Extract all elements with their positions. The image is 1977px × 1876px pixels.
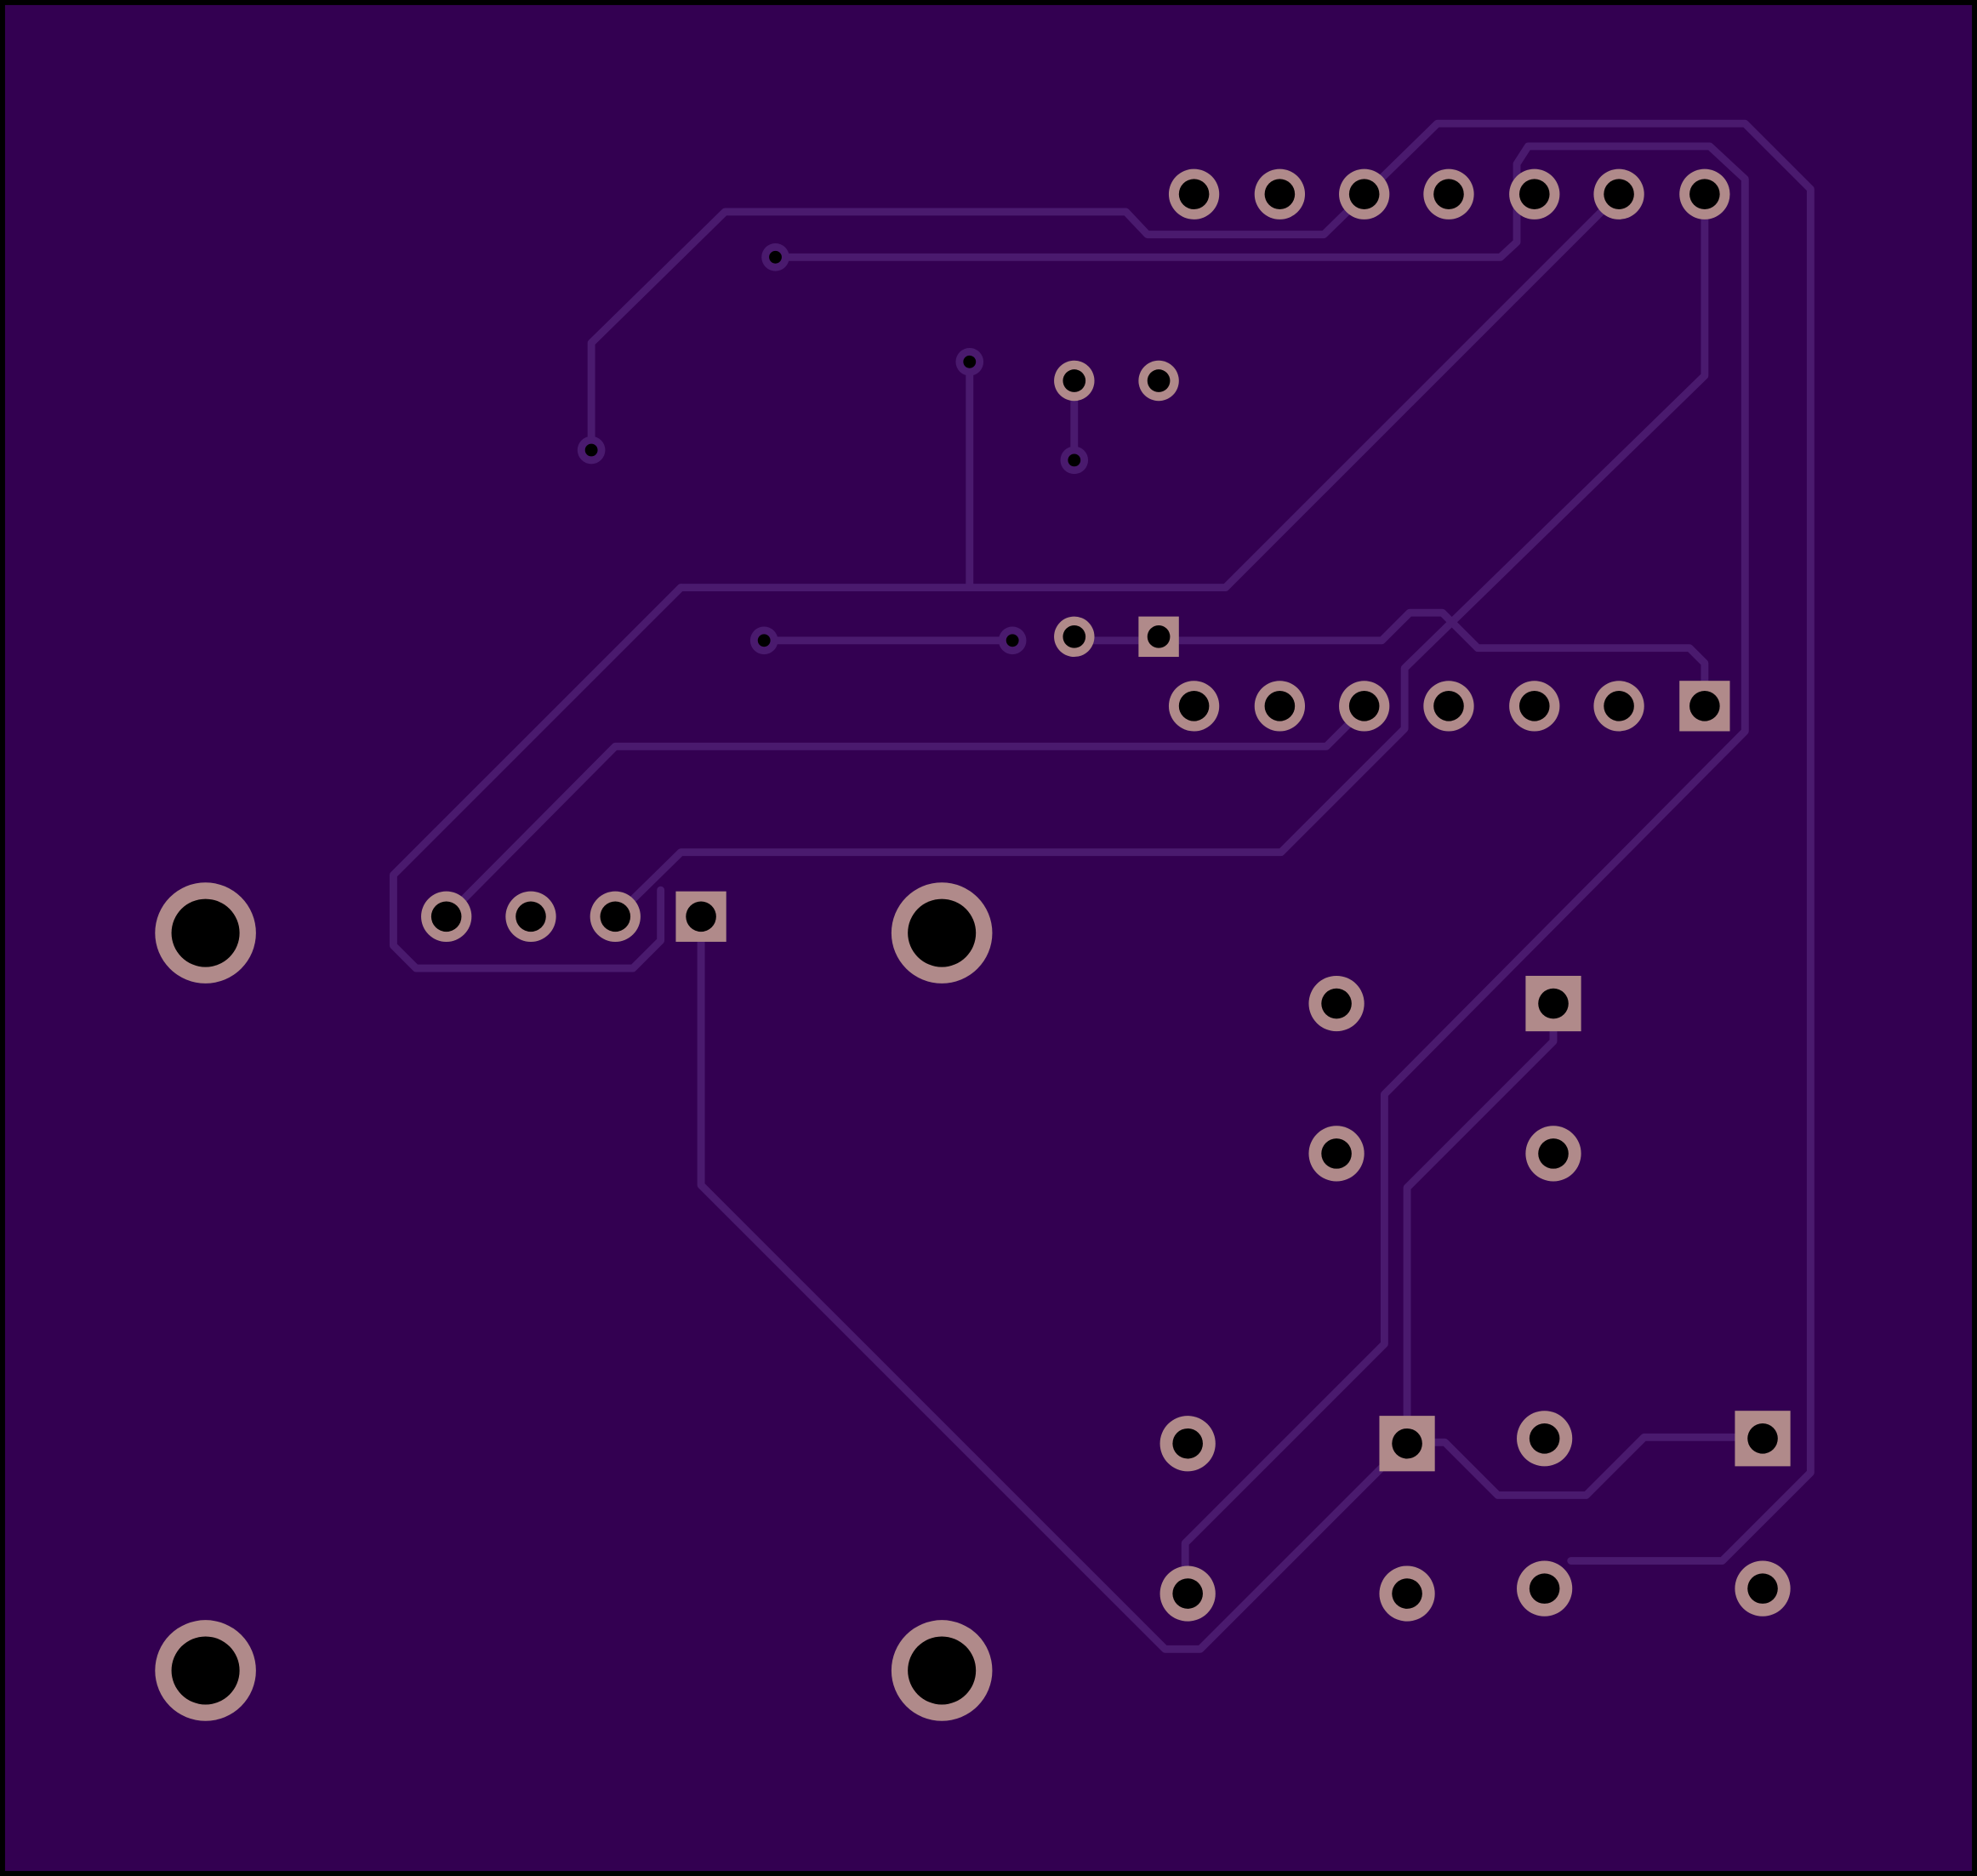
pad-drill: [1147, 369, 1171, 392]
traces: [389, 119, 1815, 1653]
via-drill: [1006, 634, 1019, 647]
via-drill: [769, 250, 782, 264]
pad-drill: [1604, 691, 1634, 721]
mounting-hole-drill: [171, 898, 240, 967]
pad-drill: [1433, 691, 1464, 721]
pad-drill: [1178, 179, 1210, 209]
pad-drill: [1147, 625, 1171, 648]
pad-drill: [1392, 1428, 1422, 1459]
pad-drill: [1264, 179, 1296, 209]
pad-drill: [686, 901, 716, 932]
pads: [155, 168, 1791, 1721]
pad-drill: [1392, 1578, 1422, 1609]
trace: [1070, 608, 1709, 710]
pad-drill: [1747, 1423, 1778, 1454]
trace: [676, 190, 1623, 591]
via-drill: [757, 634, 771, 647]
pad-drill: [1538, 988, 1569, 1019]
pad-drill: [516, 901, 546, 932]
pad-drill: [1518, 691, 1550, 721]
pad-drill: [1747, 1573, 1778, 1604]
pad-drill: [1529, 1423, 1560, 1454]
pad-drill: [600, 901, 631, 932]
pad-drill: [1172, 1578, 1203, 1609]
pad-drill: [1689, 691, 1720, 721]
pad-drill: [1264, 691, 1296, 721]
pad-drill: [1172, 1428, 1203, 1459]
pad-drill: [1529, 1573, 1560, 1604]
mounting-hole-drill: [908, 1636, 977, 1705]
pad-drill: [1321, 1138, 1352, 1169]
pad-drill: [1178, 691, 1210, 721]
via-drill: [963, 355, 977, 368]
pad-drill: [1348, 691, 1380, 721]
mounting-hole-drill: [171, 1636, 240, 1705]
pad-drill: [1063, 369, 1086, 392]
mounting-hole-drill: [908, 898, 977, 967]
pad-drill: [1604, 179, 1634, 209]
trace: [611, 190, 1709, 921]
pad-drill: [1689, 179, 1720, 209]
pad-drill: [1433, 179, 1464, 209]
pad-drill: [430, 901, 462, 932]
trace: [697, 912, 1411, 1653]
trace: [1403, 1433, 1767, 1499]
via-drill: [1068, 453, 1081, 467]
pad-drill: [1348, 179, 1380, 209]
trace: [442, 704, 1369, 921]
pad-drill: [1518, 179, 1550, 209]
trace: [772, 142, 1749, 1598]
pad-drill: [1538, 1138, 1569, 1169]
via-drill: [584, 443, 598, 457]
pad-drill: [1321, 988, 1352, 1019]
pad-drill: [1063, 625, 1086, 648]
trace: [389, 584, 685, 972]
